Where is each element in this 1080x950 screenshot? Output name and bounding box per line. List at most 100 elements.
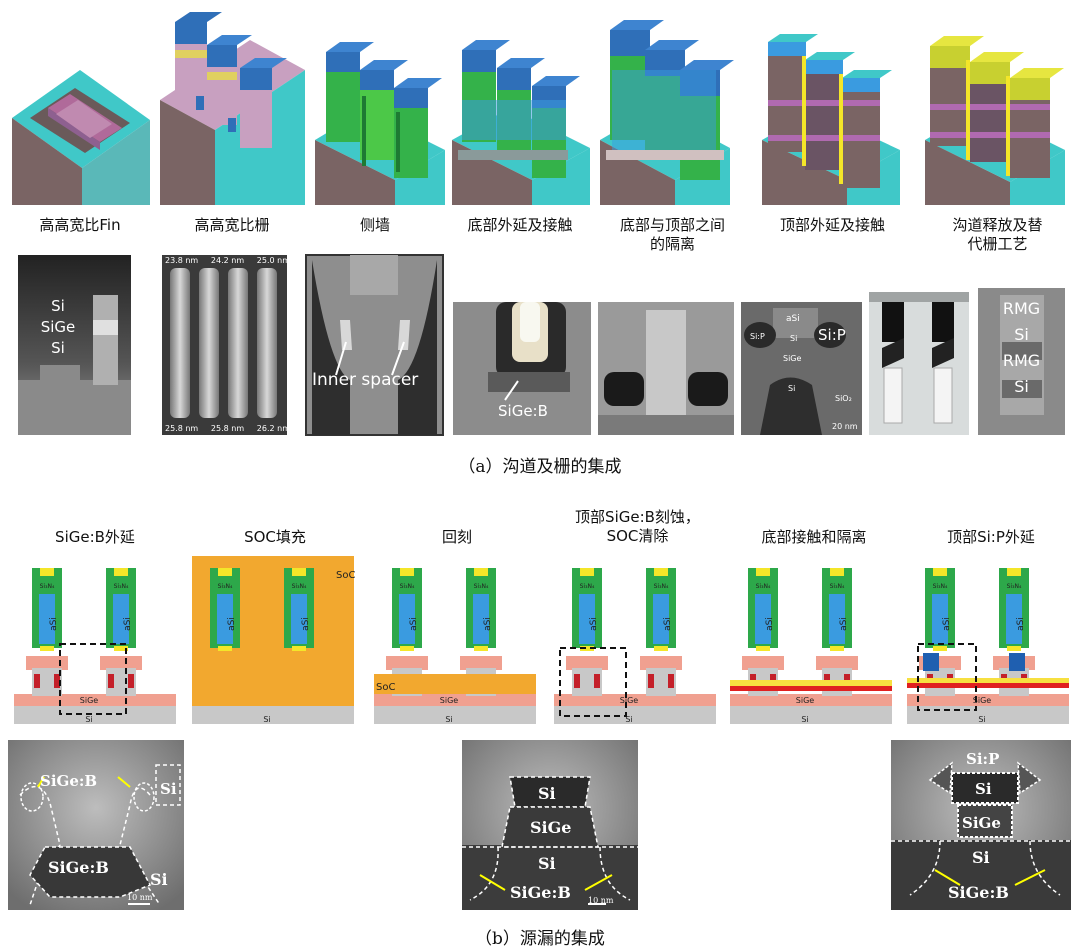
m1-labels: Si SiGe Si	[41, 296, 76, 359]
step-label-rmg: 沟道释放及替 代栅工艺	[925, 216, 1070, 254]
render-rmg	[925, 36, 1065, 205]
panel6-pillar-right-cap	[1007, 568, 1021, 576]
m2-top-1: 24.2 nm	[210, 256, 245, 265]
panel4-pillar-left-asi-text: aSi	[589, 617, 599, 631]
panel1-sige-text: SiGe	[80, 696, 99, 705]
m6-sio2: SiO₂	[835, 394, 852, 403]
m2-top-2: 25.0 nm	[256, 256, 290, 265]
micrograph-inner-spacer	[305, 254, 444, 436]
panel4-fin-top-0	[566, 656, 608, 670]
panel4-fin-l-1	[648, 674, 654, 688]
panel4-pillar-left-asi-core	[579, 594, 595, 644]
panel4-si-text: Si	[625, 715, 632, 724]
tem1-sige-b-top: SiGe:B	[40, 772, 98, 790]
panel2-si-text: Si	[263, 715, 270, 724]
step-label-isolation-line2: 的隔离	[649, 235, 695, 253]
highlight-box-2	[559, 647, 627, 717]
cross-section-row: SiSiGeSi₃N₄aSiSi₃N₄aSiSiSiGeSoCSi₃N₄aSiS…	[14, 556, 1069, 724]
panel6-pillar-left-nitride-text: Si₃N₄	[933, 583, 948, 590]
panel4-fin-l-0	[574, 674, 580, 688]
panel2-pillar-left-nitride-text: Si₃N₄	[218, 583, 233, 590]
panel3-fin-top-0	[386, 656, 428, 670]
render-fin	[12, 70, 150, 205]
m1-sige: SiGe	[40, 318, 76, 336]
render-bottom-epi	[452, 40, 590, 205]
panel4-pillar-right-bottom-cap	[654, 646, 668, 651]
step-label-bottom-epi: 底部外延及接触	[467, 216, 573, 234]
panel3-soc-remain	[374, 674, 536, 694]
tem-top-etch	[462, 740, 638, 910]
panel3-pillar-right-bottom-cap	[474, 646, 488, 651]
m6-scale: 20 nm	[832, 422, 858, 431]
panel3-pillar-left-cap	[400, 568, 414, 576]
render-isolation	[600, 20, 734, 205]
panel6-sige-text: SiGe	[973, 696, 992, 705]
tem2-si-bottom: Si	[538, 854, 556, 873]
b-step-top-etch-line1: 顶部SiGe:B刻蚀，	[575, 508, 700, 526]
m1-si-top: Si	[51, 297, 65, 315]
m2-top-labels: 23.8 nm 24.2 nm 25.0 nm	[165, 256, 290, 265]
b-step-etchback: 回刻	[441, 528, 472, 546]
panel4-sige-text: SiGe	[620, 696, 639, 705]
panel5-pillar-left-nitride-text: Si₃N₄	[756, 583, 771, 590]
m6-sip-large: Si:P	[818, 326, 846, 344]
b-step-bottom-contact: 底部接触和隔离	[761, 528, 867, 546]
panel3-fin-top-1	[460, 656, 502, 670]
tem-top-sip	[891, 740, 1071, 910]
panel4-pillar-right-asi-core	[653, 594, 669, 644]
panel6-pillar-right-asi-text: aSi	[1016, 617, 1026, 631]
tem-row	[8, 740, 1071, 910]
panel1-fin-r-0	[54, 674, 60, 688]
tem3-sige-b: SiGe:B	[948, 883, 1009, 902]
panel5-pillar-right-bottom-cap	[830, 646, 844, 651]
m8-rmg-bottom: RMG	[1002, 351, 1041, 370]
step-label-rmg-line1: 沟道释放及替	[952, 216, 1043, 234]
step-label-spacer: 侧墙	[359, 216, 390, 234]
b-step-top-etch: 顶部SiGe:B刻蚀， SOC清除	[545, 508, 730, 546]
step-label-isolation: 底部与顶部之间 的隔离	[600, 216, 745, 254]
panel4-fin-r-1	[668, 674, 674, 688]
micrograph-gates	[162, 255, 287, 435]
tem3-sige: SiGe	[962, 814, 1001, 832]
panel5-fin-top-1	[816, 656, 858, 670]
panel2-pillar-right-bottom-cap	[292, 646, 306, 651]
micrograph-rmg	[978, 288, 1065, 435]
panel4-fin-top-1	[640, 656, 682, 670]
caption-b: （b）源漏的集成	[475, 929, 605, 949]
step-label-top-epi: 顶部外延及接触	[779, 216, 885, 234]
panel4-pillar-left-cap	[580, 568, 594, 576]
tem-sige-epi	[8, 740, 184, 910]
tem2-si-top: Si	[538, 784, 556, 803]
panel1-pillar-right-asi-text: aSi	[123, 617, 133, 631]
m2-bottom-0: 25.8 nm	[165, 424, 199, 433]
panel6-epi-1	[1009, 653, 1025, 671]
panel1-pillar-left-asi-core	[39, 594, 55, 644]
panel5-contact-yellow	[730, 680, 892, 686]
highlight-box-1	[59, 643, 127, 715]
panel5-pillar-right-nitride-text: Si₃N₄	[830, 583, 845, 590]
m8-labels: RMG Si RMG Si	[978, 296, 1065, 400]
panel5-pillar-left-bottom-cap	[756, 646, 770, 651]
m4-sige-b-label: SiGe:B	[498, 402, 548, 420]
micrograph-si-p	[741, 302, 862, 435]
b-step-soc-fill: SOC填充	[244, 528, 306, 546]
panel5-pillar-left-asi-core	[755, 594, 771, 644]
micrograph-top-contact	[869, 292, 969, 435]
panel3-pillar-left-nitride-text: Si₃N₄	[400, 583, 415, 590]
panel2-pillar-right-asi-core	[291, 594, 307, 644]
tem3-si-p: Si:P	[966, 750, 1000, 768]
panel4-pillar-left-nitride-text: Si₃N₄	[580, 583, 595, 590]
panel1-si-text: Si	[85, 715, 92, 724]
panel4-sige-layer	[554, 694, 716, 706]
panel2-pillar-right-cap	[292, 568, 306, 576]
b-step-top-etch-line2: SOC清除	[606, 527, 669, 545]
m6-asi: aSi	[786, 314, 800, 324]
panel3-pillar-right-cap	[474, 568, 488, 576]
m6-si: Si	[790, 334, 798, 343]
m1-si-bottom: Si	[51, 339, 65, 357]
process-3d-row	[12, 12, 1065, 205]
panel3-pillar-right-nitride-text: Si₃N₄	[474, 583, 489, 590]
panel4-pillar-right-cap	[654, 568, 668, 576]
panel1-fin-r-1	[128, 674, 134, 688]
panel2-si-substrate	[192, 706, 354, 724]
